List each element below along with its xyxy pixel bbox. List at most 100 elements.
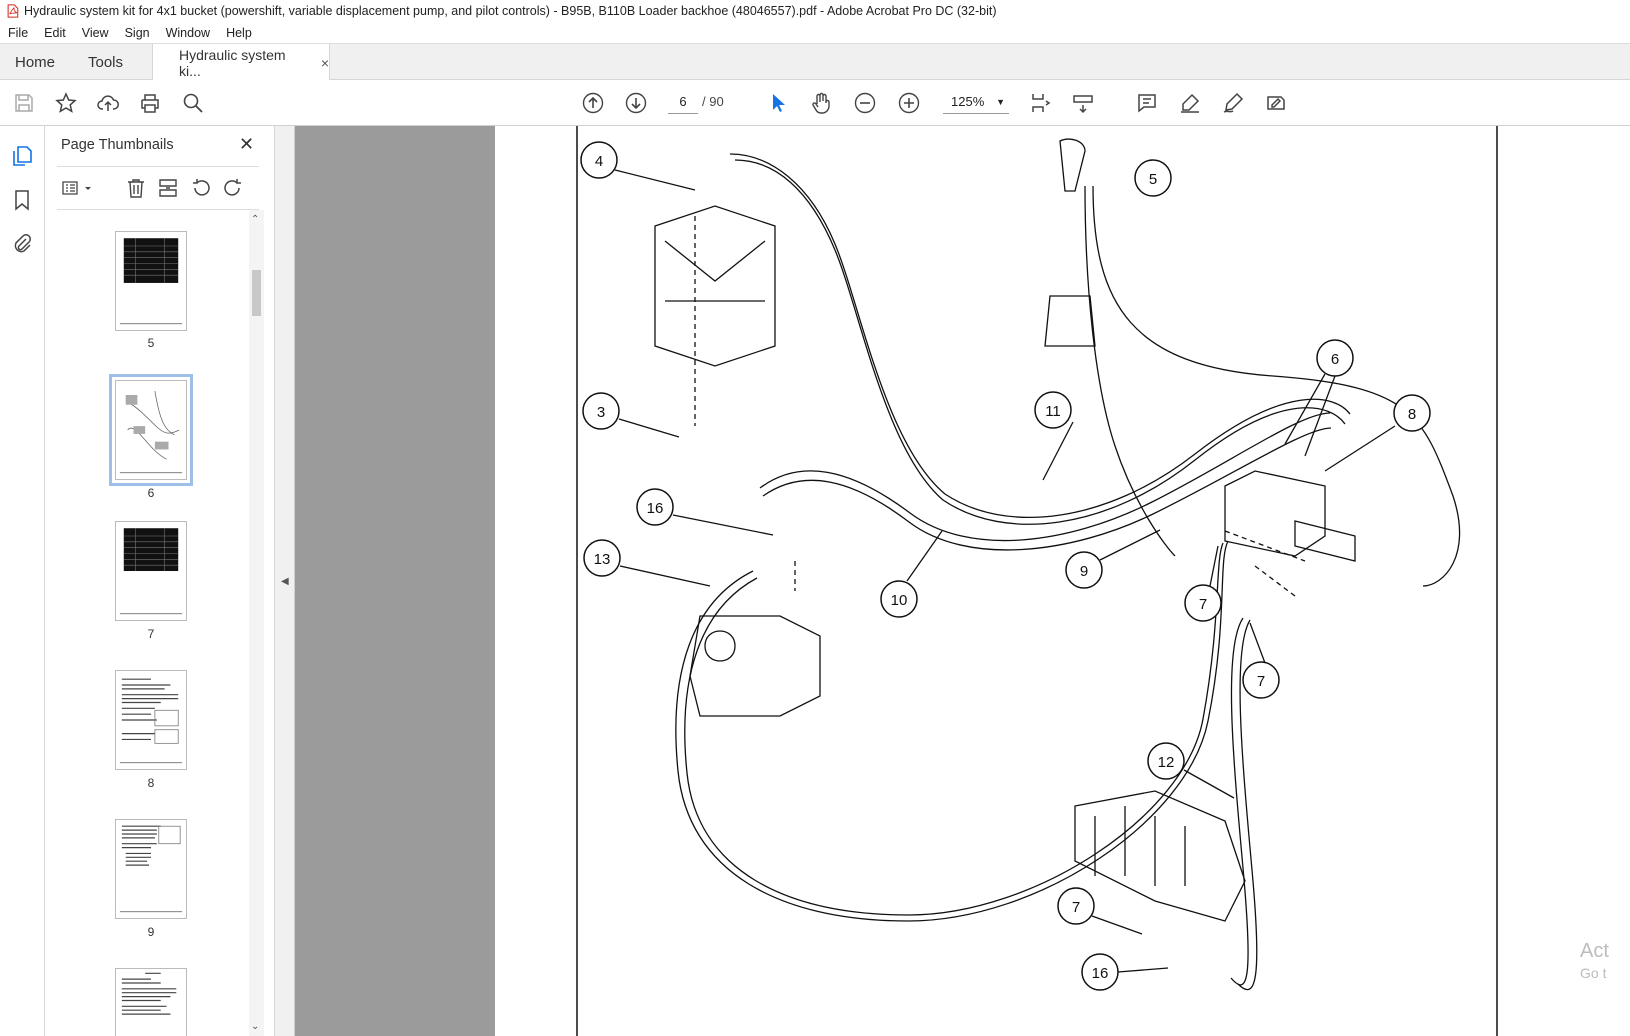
thumbnail-page-5[interactable] xyxy=(115,231,187,331)
zoom-in-icon[interactable] xyxy=(897,91,921,115)
svg-text:8: 8 xyxy=(1408,406,1416,423)
menu-view[interactable]: View xyxy=(81,25,109,40)
save-icon[interactable] xyxy=(12,91,36,115)
callout-7: 7 xyxy=(1184,584,1222,622)
panel-toolbar xyxy=(57,166,259,210)
callout-9: 9 xyxy=(1065,551,1103,589)
text-page-preview xyxy=(119,825,183,913)
rotate-right-icon[interactable] xyxy=(222,177,244,199)
bookmark-icon[interactable] xyxy=(10,188,34,212)
search-icon[interactable] xyxy=(181,91,205,115)
chevron-up-icon[interactable]: ⌃ xyxy=(251,214,260,225)
thumbnail-label: 9 xyxy=(147,925,155,939)
chevron-down-icon[interactable]: ⌄ xyxy=(251,1021,260,1032)
svg-text:3: 3 xyxy=(597,404,605,421)
svg-text:4: 4 xyxy=(595,153,603,170)
callout-13: 13 xyxy=(583,539,621,577)
pdf-page: 4 5 3 11 6 8 16 13 10 9 7 7 12 7 16 Act … xyxy=(495,126,1630,1036)
title-bar: Hydraulic system kit for 4x1 bucket (pow… xyxy=(0,0,1630,22)
rotate-left-icon[interactable] xyxy=(190,177,212,199)
panel-splitter[interactable]: ◀ xyxy=(275,126,295,1036)
page-total: / 90 xyxy=(702,94,724,109)
menu-sign[interactable]: Sign xyxy=(124,25,150,40)
close-icon[interactable]: ✕ xyxy=(239,134,255,154)
page-thumbnails-icon[interactable] xyxy=(10,144,34,168)
collapse-arrow-icon[interactable]: ◀ xyxy=(281,576,289,587)
menu-edit[interactable]: Edit xyxy=(44,25,66,40)
fill-sign-icon[interactable] xyxy=(1264,91,1288,115)
svg-text:10: 10 xyxy=(891,592,908,609)
svg-text:7: 7 xyxy=(1072,899,1080,916)
tab-tools[interactable]: Tools xyxy=(88,54,124,71)
upload-cloud-icon[interactable] xyxy=(96,91,120,115)
tab-document[interactable]: Hydraulic system ki... × xyxy=(152,44,330,81)
thumbnail-page-6[interactable] xyxy=(109,374,193,486)
page-display-icon[interactable] xyxy=(1028,91,1052,115)
callout-3: 3 xyxy=(582,392,620,430)
tab-bar: Home Tools Hydraulic system ki... × xyxy=(0,43,1630,81)
zoom-value: 125% xyxy=(951,94,985,109)
insert-page-icon[interactable] xyxy=(157,177,179,199)
page-thumbnails-panel: Page Thumbnails ✕ 5 xyxy=(45,126,275,1036)
watermark-line1: Act xyxy=(1580,940,1609,962)
text-page-preview xyxy=(121,972,177,1015)
chevron-down-icon: ▼ xyxy=(996,97,1005,107)
callout-7: 7 xyxy=(1242,661,1280,699)
star-icon[interactable] xyxy=(54,91,78,115)
watermark-line2: Go t xyxy=(1580,965,1607,981)
callout-11: 11 xyxy=(1034,391,1072,429)
menu-bar: File Edit View Sign Window Help xyxy=(0,22,1630,43)
menu-window[interactable]: Window xyxy=(165,25,211,40)
svg-text:13: 13 xyxy=(594,551,611,568)
callout-7: 7 xyxy=(1057,887,1095,925)
tab-home[interactable]: Home xyxy=(15,54,56,71)
thumbnail-options-icon[interactable] xyxy=(61,177,91,199)
select-cursor-icon[interactable] xyxy=(766,91,790,115)
document-background xyxy=(295,126,495,1036)
thumbnail-label: 5 xyxy=(147,336,155,350)
window-title: Hydraulic system kit for 4x1 bucket (pow… xyxy=(24,4,997,18)
tab-close-icon[interactable]: × xyxy=(320,54,329,71)
tab-document-label: Hydraulic system ki... xyxy=(179,46,286,79)
acrobat-icon xyxy=(7,4,19,18)
callout-5: 5 xyxy=(1134,159,1172,197)
attachment-icon[interactable] xyxy=(10,232,34,256)
thumbnail-page-10[interactable] xyxy=(115,968,187,1036)
thumbnail-page-8[interactable] xyxy=(115,670,187,770)
svg-text:7: 7 xyxy=(1257,673,1265,690)
svg-text:16: 16 xyxy=(1092,965,1109,982)
thumbnail-page-7[interactable] xyxy=(115,521,187,621)
thumbnail-page-9[interactable] xyxy=(115,819,187,919)
svg-text:5: 5 xyxy=(1149,171,1157,188)
hand-tool-icon[interactable] xyxy=(809,91,833,115)
menu-help[interactable]: Help xyxy=(226,25,252,40)
text-page-preview xyxy=(119,678,183,764)
page-number-input[interactable]: 6 xyxy=(668,90,698,114)
draw-freeform-icon[interactable] xyxy=(1221,91,1245,115)
callout-16: 16 xyxy=(1081,953,1119,991)
thumbnail-label: 8 xyxy=(147,776,155,790)
comment-icon[interactable] xyxy=(1135,91,1159,115)
activation-watermark: Act Go t xyxy=(1580,940,1609,984)
thumbnail-label: 7 xyxy=(147,627,155,641)
navigation-rail xyxy=(0,126,45,1036)
thumbnail-scrollbar[interactable]: ⌃ ⌄ xyxy=(249,210,264,1036)
next-page-icon[interactable] xyxy=(624,91,648,115)
scroll-mode-icon[interactable] xyxy=(1071,91,1095,115)
thumbnail-list: 5 6 7 xyxy=(57,218,245,1036)
zoom-select[interactable]: 125% ▼ xyxy=(943,90,1009,114)
zoom-out-icon[interactable] xyxy=(853,91,877,115)
callout-16: 16 xyxy=(636,488,674,526)
delete-page-icon[interactable] xyxy=(125,177,147,199)
print-icon[interactable] xyxy=(138,91,162,115)
scrollbar-thumb[interactable] xyxy=(252,270,261,316)
previous-page-icon[interactable] xyxy=(581,91,605,115)
thumbnail-label: 6 xyxy=(147,486,155,500)
table-page-preview xyxy=(119,528,183,615)
menu-file[interactable]: File xyxy=(8,25,29,40)
callout-12: 12 xyxy=(1147,742,1185,780)
diagram-page-preview xyxy=(119,391,183,474)
callout-4: 4 xyxy=(580,141,618,179)
callout-6: 6 xyxy=(1316,339,1354,377)
highlight-pen-icon[interactable] xyxy=(1178,91,1202,115)
